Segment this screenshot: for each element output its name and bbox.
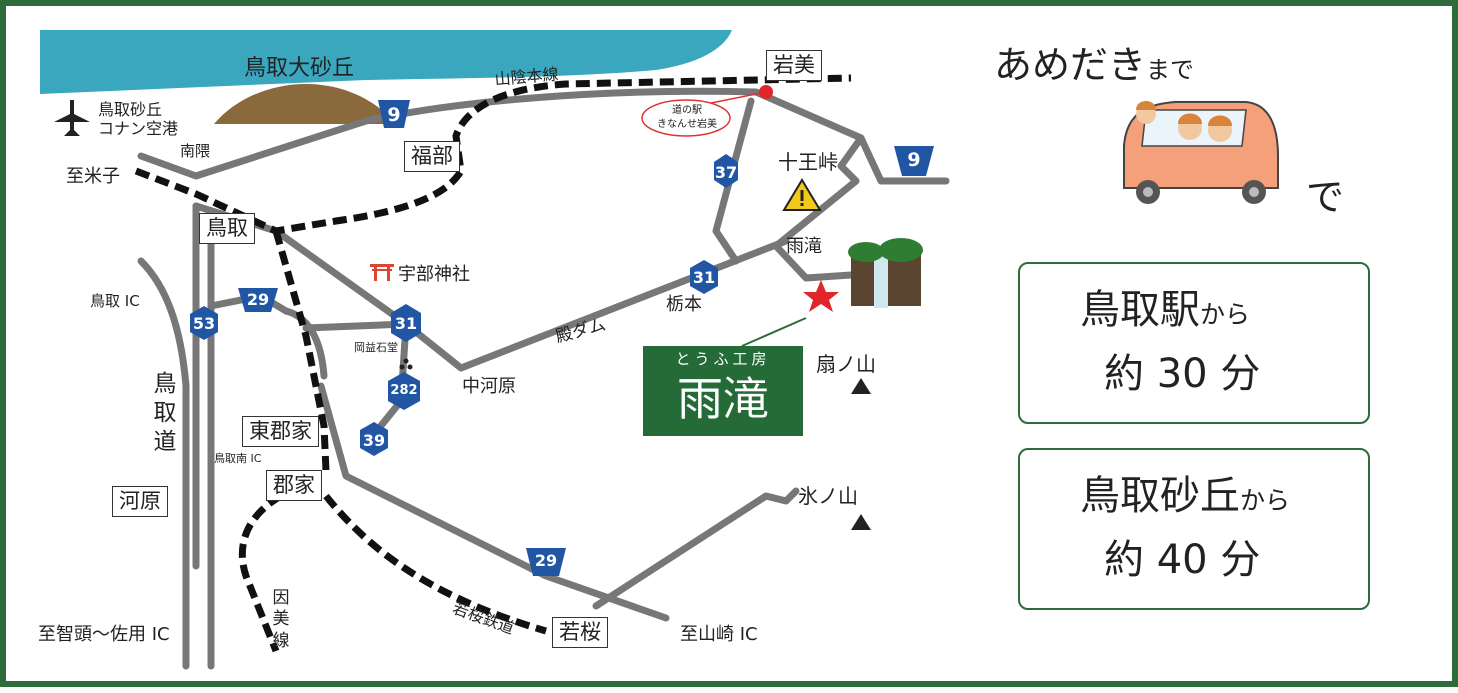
ube-shrine-label: 宇部神社 <box>398 264 470 285</box>
route-29-badge: 29 <box>534 551 558 570</box>
route-badges <box>190 100 934 576</box>
tottori-minami-ic-label: 鳥取南 IC <box>214 452 262 465</box>
to-chizu-label: 至智頭～佐用 IC <box>38 624 170 645</box>
shop-sign-name: 雨滝 <box>677 372 769 426</box>
sea <box>40 30 732 94</box>
kawahara-station: 河原 <box>112 486 168 517</box>
heading-main: あめだき <box>994 43 1147 87</box>
roadside-station-label-2: きなんせ岩美 <box>657 119 717 130</box>
kouge-station: 郡家 <box>266 470 322 501</box>
tottori-ic-label: 鳥取 IC <box>90 292 140 310</box>
roads <box>137 87 950 670</box>
box1-place-line: 鳥取駅から <box>1080 290 1250 330</box>
box1-place: 鳥取駅 <box>1080 287 1200 333</box>
sand-dune <box>214 84 396 124</box>
tottori-station: 鳥取 <box>199 213 255 244</box>
info-box-dune: 鳥取砂丘から 約 40 分 <box>1018 448 1370 610</box>
roadside-station-leader <box>705 91 767 105</box>
route-37-badge: 37 <box>714 163 738 182</box>
box2-place: 鳥取砂丘 <box>1080 473 1240 519</box>
map-graphics <box>40 30 950 670</box>
info-box-station: 鳥取駅から 約 30 分 <box>1018 262 1370 424</box>
box1-kara: から <box>1200 300 1251 329</box>
jumu-pass-label: 十王峠 <box>778 150 838 174</box>
route-29-badge: 29 <box>246 290 270 309</box>
okamasu-label: 岡益石堂 <box>354 341 398 354</box>
amedaki-label: 雨滝 <box>786 236 822 257</box>
nakagawara-label: 中河原 <box>462 376 516 397</box>
box2-time: 約 40 分 <box>1104 537 1261 583</box>
to-yonago-label: 至米子 <box>66 166 120 187</box>
mountain-icon-hyono <box>851 514 871 530</box>
torii-icon <box>370 264 394 281</box>
shop-leader <box>741 317 807 347</box>
box2-place-line: 鳥取砂丘から <box>1080 476 1290 516</box>
hyono-yama-label: 氷ノ山 <box>798 484 858 508</box>
airplane-icon <box>54 100 90 136</box>
route-9-badge: 9 <box>387 104 401 126</box>
waterfall-icon <box>848 238 923 308</box>
higashi-kouge-station: 東郡家 <box>242 416 319 447</box>
fukube-station: 福部 <box>404 141 460 172</box>
route-53-badge: 53 <box>192 314 216 333</box>
iwami-station: 岩美 <box>766 50 822 81</box>
route-31-badge: 31 <box>394 314 418 333</box>
wakasa-station: 若桜 <box>552 617 608 648</box>
box2-kara: から <box>1240 486 1291 515</box>
heading: あめだきまで <box>994 46 1194 84</box>
by-car-label: で <box>1306 175 1345 219</box>
heading-small: まで <box>1146 56 1195 84</box>
warning-icon <box>782 178 822 211</box>
minami-kuma-label: 南隈 <box>180 142 211 160</box>
inbi-line-label: 因美線 <box>272 588 290 651</box>
roadside-station-label-1: 道の駅 <box>672 105 702 116</box>
route-9-badge: 9 <box>907 149 921 171</box>
dune-label: 鳥取大砂丘 <box>244 56 355 81</box>
box1-time: 約 30 分 <box>1104 351 1261 397</box>
roadside-station-dot <box>759 85 773 99</box>
roadside-station-bubble <box>641 99 731 137</box>
to-yamasaki-label: 至山崎 IC <box>680 624 758 645</box>
airport-label-2: コナン空港 <box>98 119 179 138</box>
airport-label-1: 鳥取砂丘 <box>98 100 163 119</box>
route-39-badge: 39 <box>362 431 386 450</box>
tottori-road-label: 鳥取道 <box>153 371 177 455</box>
stone-icon <box>399 358 413 370</box>
shop-sign-small: とうふ工房 <box>675 350 771 368</box>
railways <box>134 74 852 653</box>
shop-star-icon <box>803 280 839 312</box>
mountain-icon-ougi <box>851 378 871 394</box>
route-31-badge: 31 <box>692 268 716 287</box>
tochimoto-label: 栃本 <box>666 294 702 315</box>
ougino-yama-label: 扇ノ山 <box>816 352 876 376</box>
route-282-badge: 282 <box>390 383 418 398</box>
shop-sign <box>643 346 803 436</box>
